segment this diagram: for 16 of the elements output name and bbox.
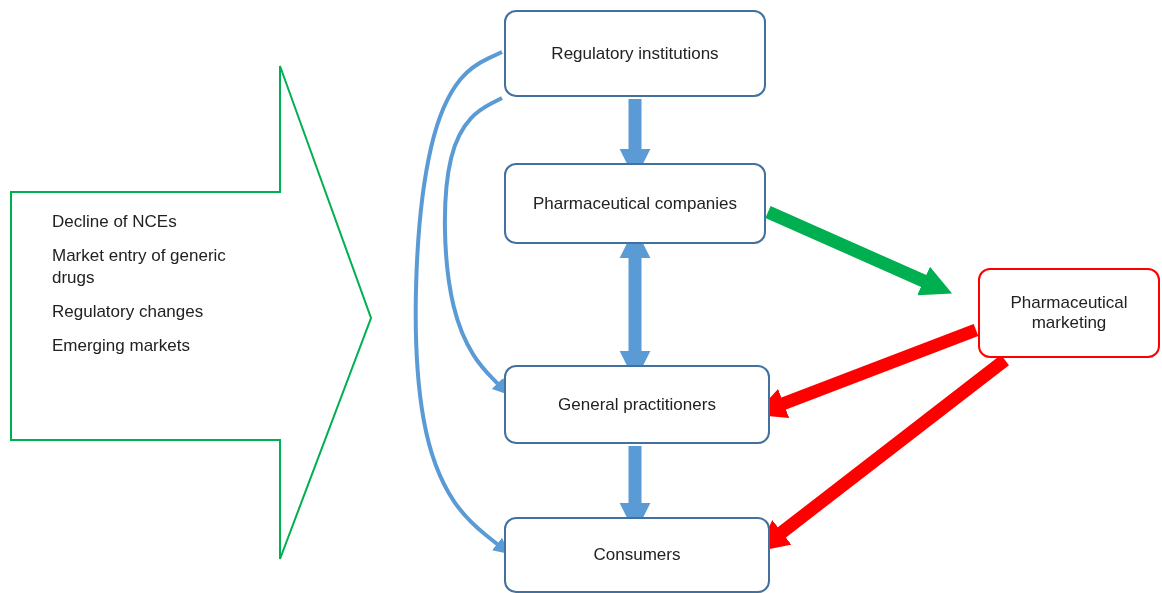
process-box	[504, 163, 766, 244]
node-label: General practitioners	[558, 394, 716, 415]
arrow-shape	[10, 65, 372, 561]
list-item: Decline of NCEs	[52, 211, 178, 233]
list-item: Emerging markets	[52, 335, 191, 358]
process-box	[504, 517, 770, 593]
node-label: Pharmaceutical marketing	[1009, 293, 1129, 333]
list-item: Market entry of generic drugs	[52, 245, 227, 290]
node-label: Regulatory institutions	[551, 43, 719, 64]
node-label: Consumers	[593, 545, 681, 565]
node-label: Pharmaceutical companies	[532, 193, 738, 214]
arrow	[765, 206, 953, 296]
list-item: Regulatory changes	[52, 301, 205, 324]
process-box	[504, 365, 770, 444]
process-box	[978, 268, 1160, 358]
process-box	[504, 10, 766, 97]
